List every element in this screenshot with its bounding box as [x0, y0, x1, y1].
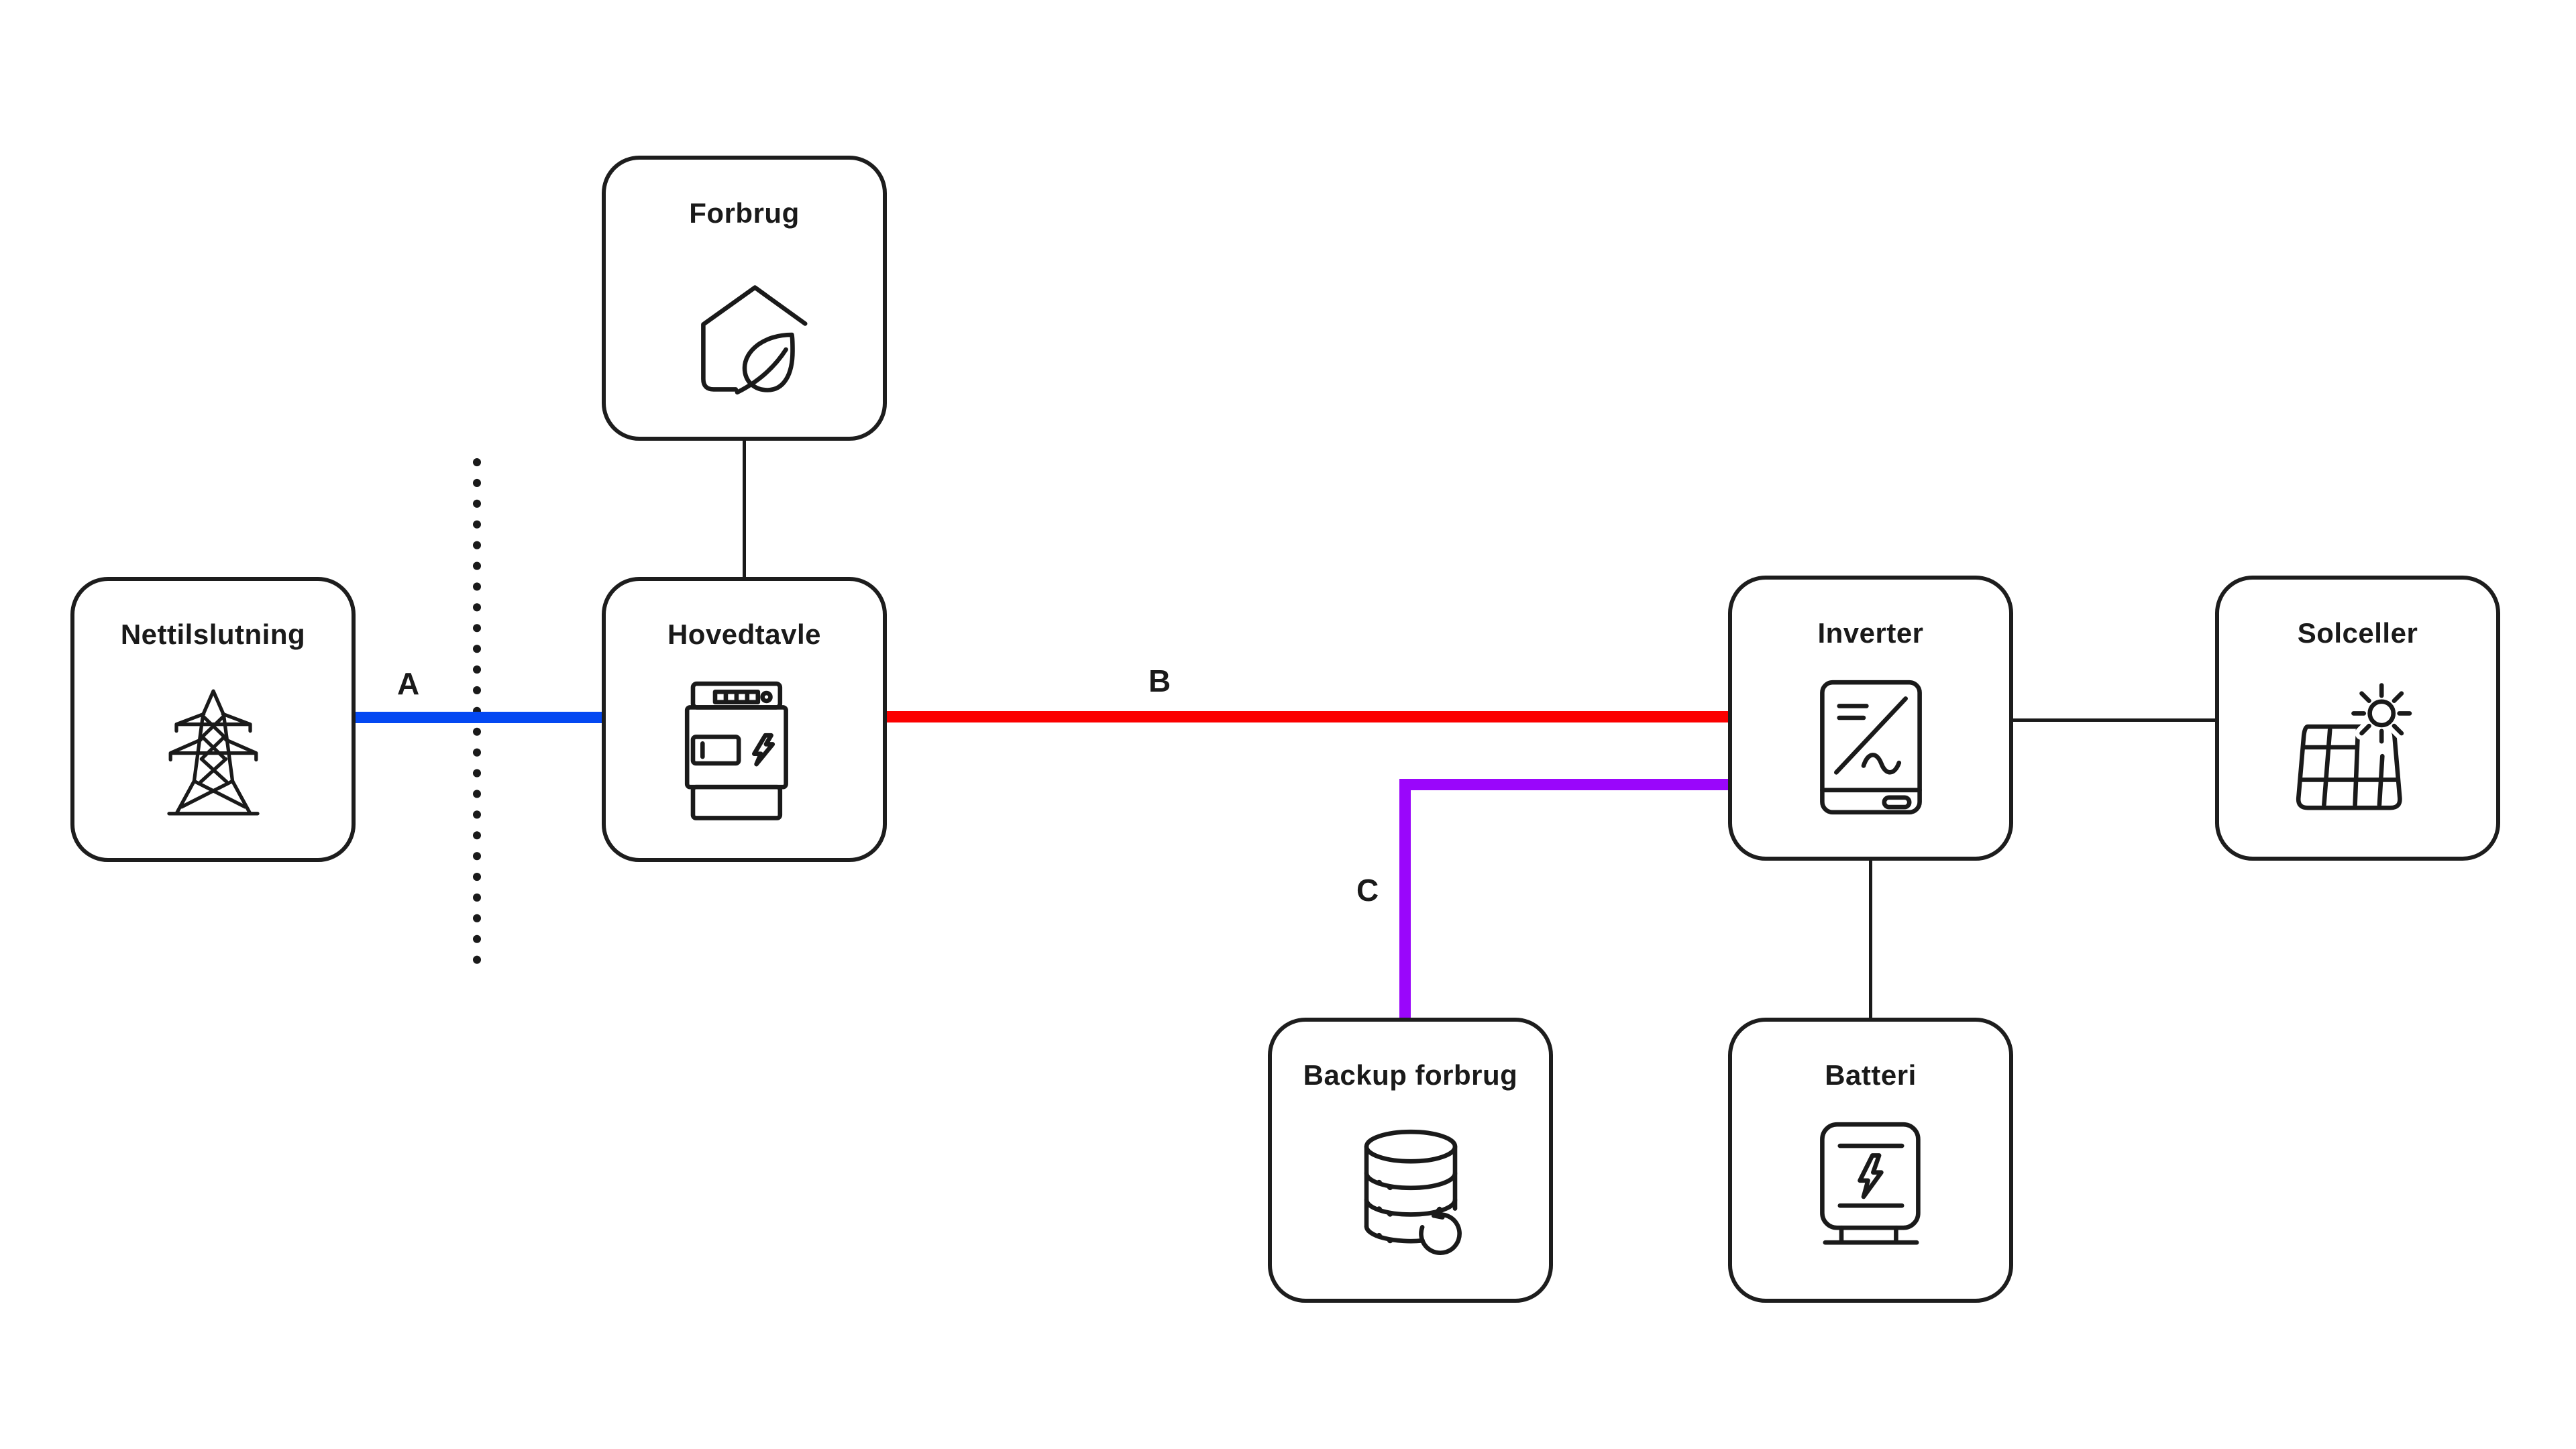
node-label: Inverter	[1817, 617, 1924, 649]
grid-boundary-dotted-line	[473, 458, 481, 983]
node-solceller: Solceller	[2215, 576, 2500, 861]
solar-panel-sun-icon	[2296, 678, 2416, 810]
node-forbrug: Forbrug	[602, 156, 887, 441]
transmission-tower-icon	[166, 689, 260, 816]
node-nettilslutning: Nettilslutning	[70, 577, 356, 862]
connector-inverter-solceller	[2011, 718, 2217, 722]
connection-a-line	[354, 712, 608, 723]
node-label: Solceller	[2297, 617, 2418, 649]
connection-b-line	[885, 711, 1732, 722]
node-label: Batteri	[1825, 1059, 1917, 1091]
electricity-meter-icon	[684, 681, 788, 820]
node-label: Nettilslutning	[120, 619, 306, 650]
node-label: Backup forbrug	[1303, 1059, 1518, 1091]
connector-inverter-batteri	[1869, 859, 1872, 1020]
node-hovedtavle: Hovedtavle	[602, 577, 887, 862]
node-inverter: Inverter	[1728, 576, 2013, 861]
node-label: Hovedtavle	[667, 619, 822, 650]
database-restore-icon	[1364, 1129, 1462, 1255]
inverter-icon	[1819, 680, 1922, 815]
battery-icon	[1819, 1122, 1921, 1245]
connection-c-line-vertical	[1399, 779, 1411, 1022]
connection-a-label: A	[397, 666, 420, 701]
sun-icon	[2351, 683, 2412, 744]
connector-forbrug-hovedtavle	[743, 439, 746, 579]
connection-c-line-horizontal	[1399, 779, 1732, 790]
connection-b-label: B	[1148, 663, 1171, 698]
node-backup-forbrug: Backup forbrug	[1268, 1018, 1553, 1303]
connection-c-label: C	[1356, 873, 1379, 908]
node-batteri: Batteri	[1728, 1018, 2013, 1303]
node-label: Forbrug	[689, 197, 800, 229]
house-leaf-icon	[700, 285, 807, 395]
